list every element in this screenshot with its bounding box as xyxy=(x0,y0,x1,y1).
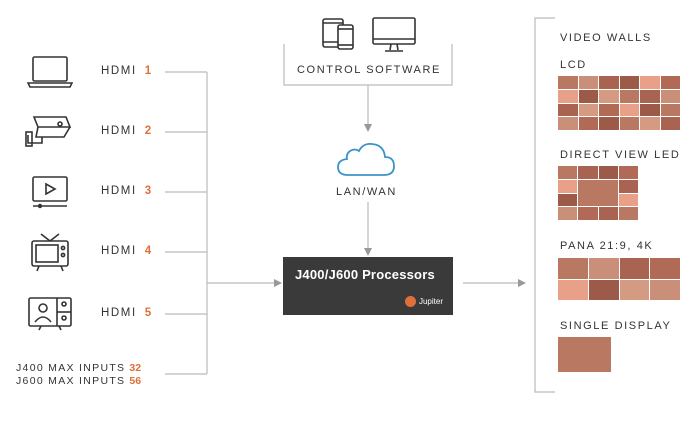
single-display-wall xyxy=(558,337,611,372)
pana-wall xyxy=(558,258,680,300)
wall-label-direct-view-led: DIRECT VIEW LED xyxy=(560,149,681,161)
lcd-wall xyxy=(558,76,680,130)
jupiter-logo: Jupiter xyxy=(404,296,443,307)
input-label-text: HDMI xyxy=(101,65,137,77)
input-label-3: HDMI 3 xyxy=(101,185,151,197)
cloud-icon xyxy=(337,142,395,176)
video-player-icon xyxy=(32,176,68,209)
processor-box: J400/J600 Processors Jupiter xyxy=(283,257,453,315)
control-software-label: CONTROL SOFTWARE xyxy=(297,64,441,76)
input-number: 5 xyxy=(144,307,152,319)
input-label-text: HDMI xyxy=(101,125,137,137)
wall-label-single-display: SINGLE DISPLAY xyxy=(560,320,672,332)
camera-icon xyxy=(25,116,72,147)
jupiter-logo-icon xyxy=(404,296,416,307)
video-conference-icon xyxy=(28,297,72,331)
max-inputs-label: J400 MAX INPUTS xyxy=(16,362,126,374)
input-label-text: HDMI xyxy=(101,245,137,257)
tablet-phone-icon xyxy=(322,18,354,50)
wall-label-pana: PANA 21:9, 4K xyxy=(560,240,654,252)
input-number: 3 xyxy=(144,185,152,197)
input-label-2: HDMI 2 xyxy=(101,125,151,137)
input-number: 4 xyxy=(144,245,152,257)
input-number: 2 xyxy=(144,125,152,137)
tv-icon xyxy=(31,233,69,272)
processor-title: J400/J600 Processors xyxy=(295,267,435,282)
video-walls-title: VIDEO WALLS xyxy=(560,32,652,44)
input-label-text: HDMI xyxy=(101,307,137,319)
lan-wan-label: LAN/WAN xyxy=(336,186,397,198)
input-label-1: HDMI 1 xyxy=(101,65,151,77)
laptop-icon xyxy=(27,56,73,88)
input-label-5: HDMI 5 xyxy=(101,307,151,319)
input-number: 1 xyxy=(144,65,152,77)
max-inputs-value: 32 xyxy=(129,362,142,374)
max-inputs-value: 56 xyxy=(129,375,142,387)
max-inputs-label: J600 MAX INPUTS xyxy=(16,375,126,387)
wall-label-lcd: LCD xyxy=(560,59,587,71)
direct-view-led-wall xyxy=(558,166,638,220)
monitor-icon xyxy=(372,17,416,52)
input-label-text: HDMI xyxy=(101,185,137,197)
jupiter-brand-text: Jupiter xyxy=(418,297,443,306)
input-label-4: HDMI 4 xyxy=(101,245,151,257)
